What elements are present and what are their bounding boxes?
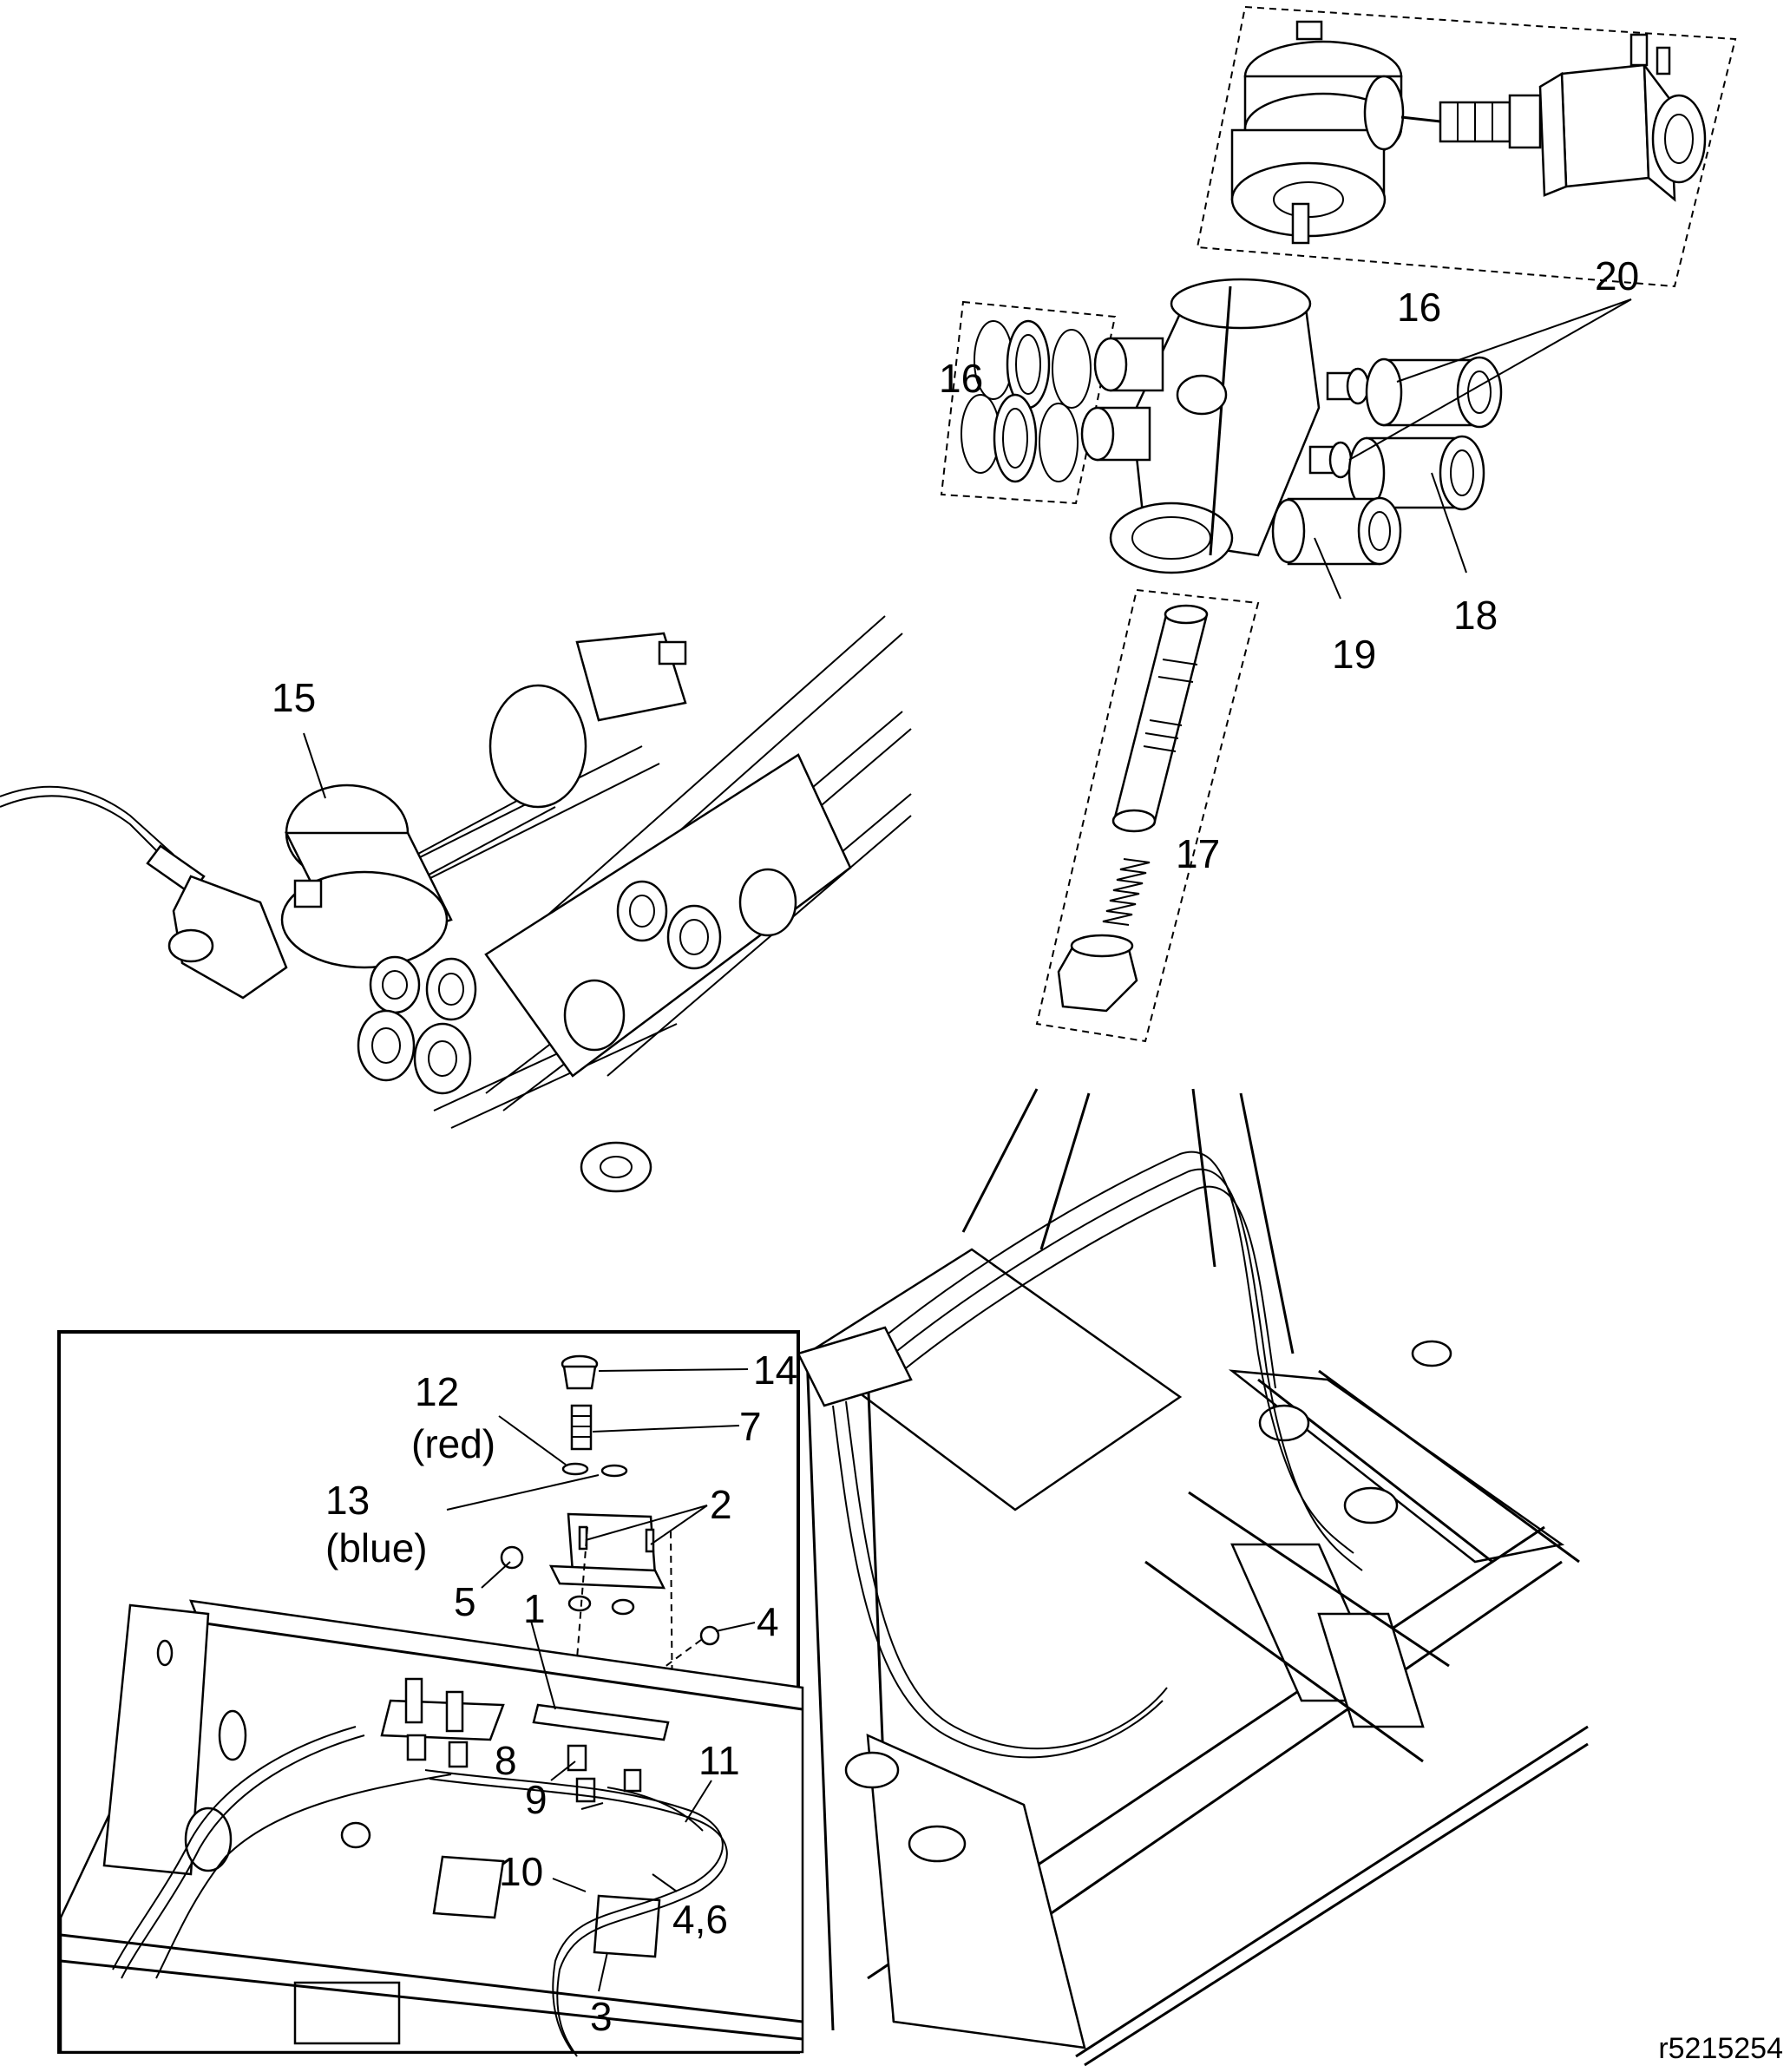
callout-2: 2 xyxy=(710,1482,732,1527)
callout-18: 18 xyxy=(1453,593,1498,638)
callout-12: 12 xyxy=(415,1369,459,1414)
callout-3: 3 xyxy=(590,1994,613,2039)
callout-8: 8 xyxy=(495,1738,517,1783)
callout-11: 11 xyxy=(698,1738,740,1783)
valve-bank-15 xyxy=(0,615,912,1193)
leader-lines xyxy=(303,298,1632,1992)
callout-15: 15 xyxy=(272,675,316,720)
callout-16-right: 16 xyxy=(1397,285,1441,330)
washer-13-blue xyxy=(600,1464,628,1478)
fitting-18-lower xyxy=(1347,435,1485,511)
valve-block xyxy=(1080,278,1321,574)
washer-12-red xyxy=(561,1462,589,1476)
spool-17-boundary xyxy=(1035,588,1260,1043)
callout-1: 1 xyxy=(523,1586,546,1631)
check-valve-lower xyxy=(1308,441,1353,479)
spool xyxy=(1111,604,1209,833)
check-valve-upper xyxy=(1326,367,1370,405)
callout-20: 20 xyxy=(1595,253,1639,298)
cap-14 xyxy=(561,1354,599,1390)
callout-7: 7 xyxy=(739,1404,762,1449)
spring xyxy=(1102,858,1151,926)
bracket-2 xyxy=(548,1512,666,1590)
callout-17: 17 xyxy=(1176,831,1220,876)
callout-5: 5 xyxy=(454,1579,476,1624)
assembly-20-solenoid-cartridge xyxy=(1196,5,1737,288)
detail-hoses xyxy=(112,1726,728,2057)
fitting-18-upper xyxy=(1365,356,1503,429)
cartridge-valve xyxy=(1400,94,1542,149)
callout-labels: 20 16 16 18 19 17 15 14 12 (red) 7 13 (b… xyxy=(272,253,1639,2039)
seal-kit-16-boundary xyxy=(940,300,1117,505)
callout-14: 14 xyxy=(753,1347,797,1393)
figure-id: r5215254 xyxy=(1658,2032,1783,2065)
callout-19: 19 xyxy=(1332,632,1376,677)
coil-housing xyxy=(1230,20,1405,245)
bolt-5 xyxy=(500,1545,524,1570)
spool-assembly-17 xyxy=(1035,588,1260,1043)
callout-9: 9 xyxy=(525,1777,547,1822)
callout-13: 13 xyxy=(325,1478,370,1523)
upper-solenoid xyxy=(488,632,687,809)
detail-inset xyxy=(57,1330,804,2057)
callout-13-note: (blue) xyxy=(325,1525,428,1570)
square-solenoid-coil xyxy=(1538,33,1707,202)
callout-4-6: 4,6 xyxy=(672,1897,728,1942)
seal-rings xyxy=(961,319,1092,483)
callout-10: 10 xyxy=(499,1849,543,1894)
assembly-20-boundary xyxy=(1196,5,1737,288)
plug xyxy=(1057,934,1138,1013)
electrical-cable xyxy=(0,785,174,856)
valve-body-assembly xyxy=(940,278,1503,574)
cable-connector-plug xyxy=(146,844,288,1000)
callout-16-left: 16 xyxy=(939,356,983,401)
machine-detail xyxy=(59,1599,804,2054)
fitting-19 xyxy=(1271,496,1402,566)
loader-frame xyxy=(797,1088,1589,2067)
solenoid-coil-cylinder xyxy=(280,784,453,969)
nuts xyxy=(567,1595,635,1616)
nut-4 xyxy=(699,1625,720,1646)
callout-4: 4 xyxy=(757,1599,779,1644)
valve-sections xyxy=(357,753,852,1193)
callout-12-note: (red) xyxy=(411,1421,495,1466)
fitting-7 xyxy=(570,1404,593,1451)
